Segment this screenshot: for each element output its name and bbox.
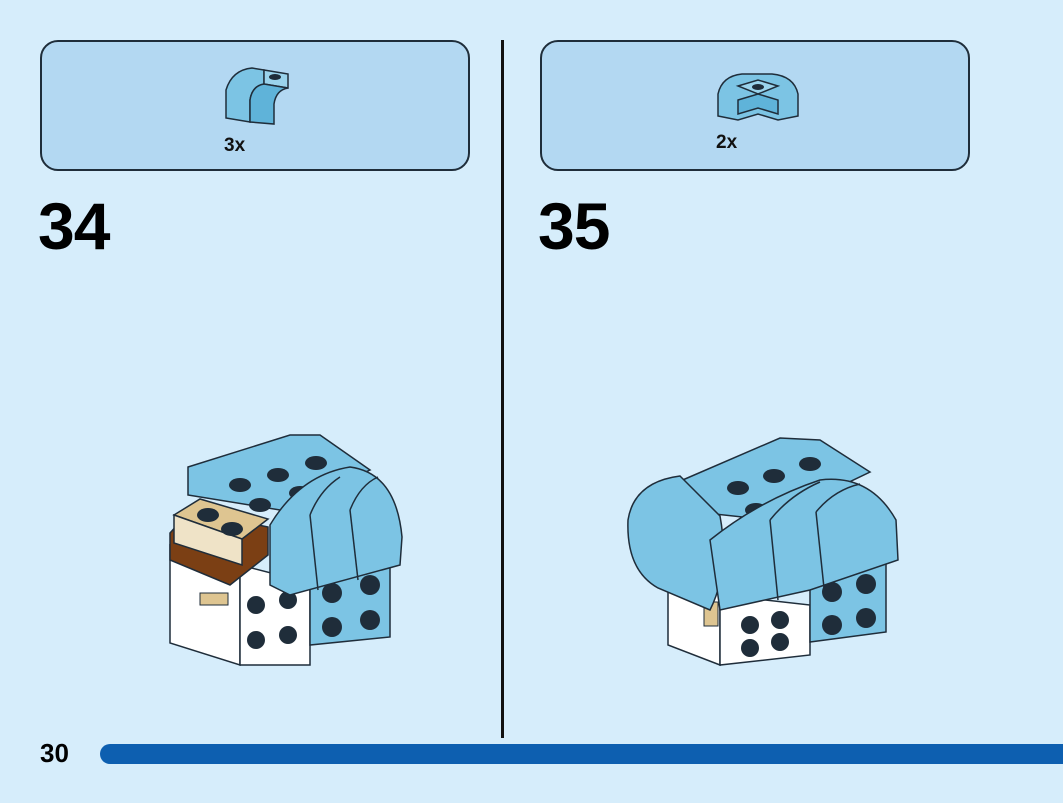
- part-quantity: 3x: [224, 135, 246, 156]
- part-quantity: 2x: [716, 132, 738, 153]
- progress-bar: [100, 744, 1063, 764]
- step-divider: [501, 40, 504, 738]
- curved-brick-with-stud-icon: [717, 73, 799, 121]
- step-number-35: 35: [538, 189, 610, 263]
- curved-slope-brick-icon: [225, 67, 289, 125]
- parts-callout-step-34: 3x: [40, 40, 470, 171]
- page-number: 30: [40, 738, 69, 768]
- model-step-34: [169, 434, 403, 667]
- model-step-35: [627, 437, 899, 667]
- parts-callout-step-35: 2x: [540, 40, 970, 171]
- step-number-34: 34: [38, 189, 110, 263]
